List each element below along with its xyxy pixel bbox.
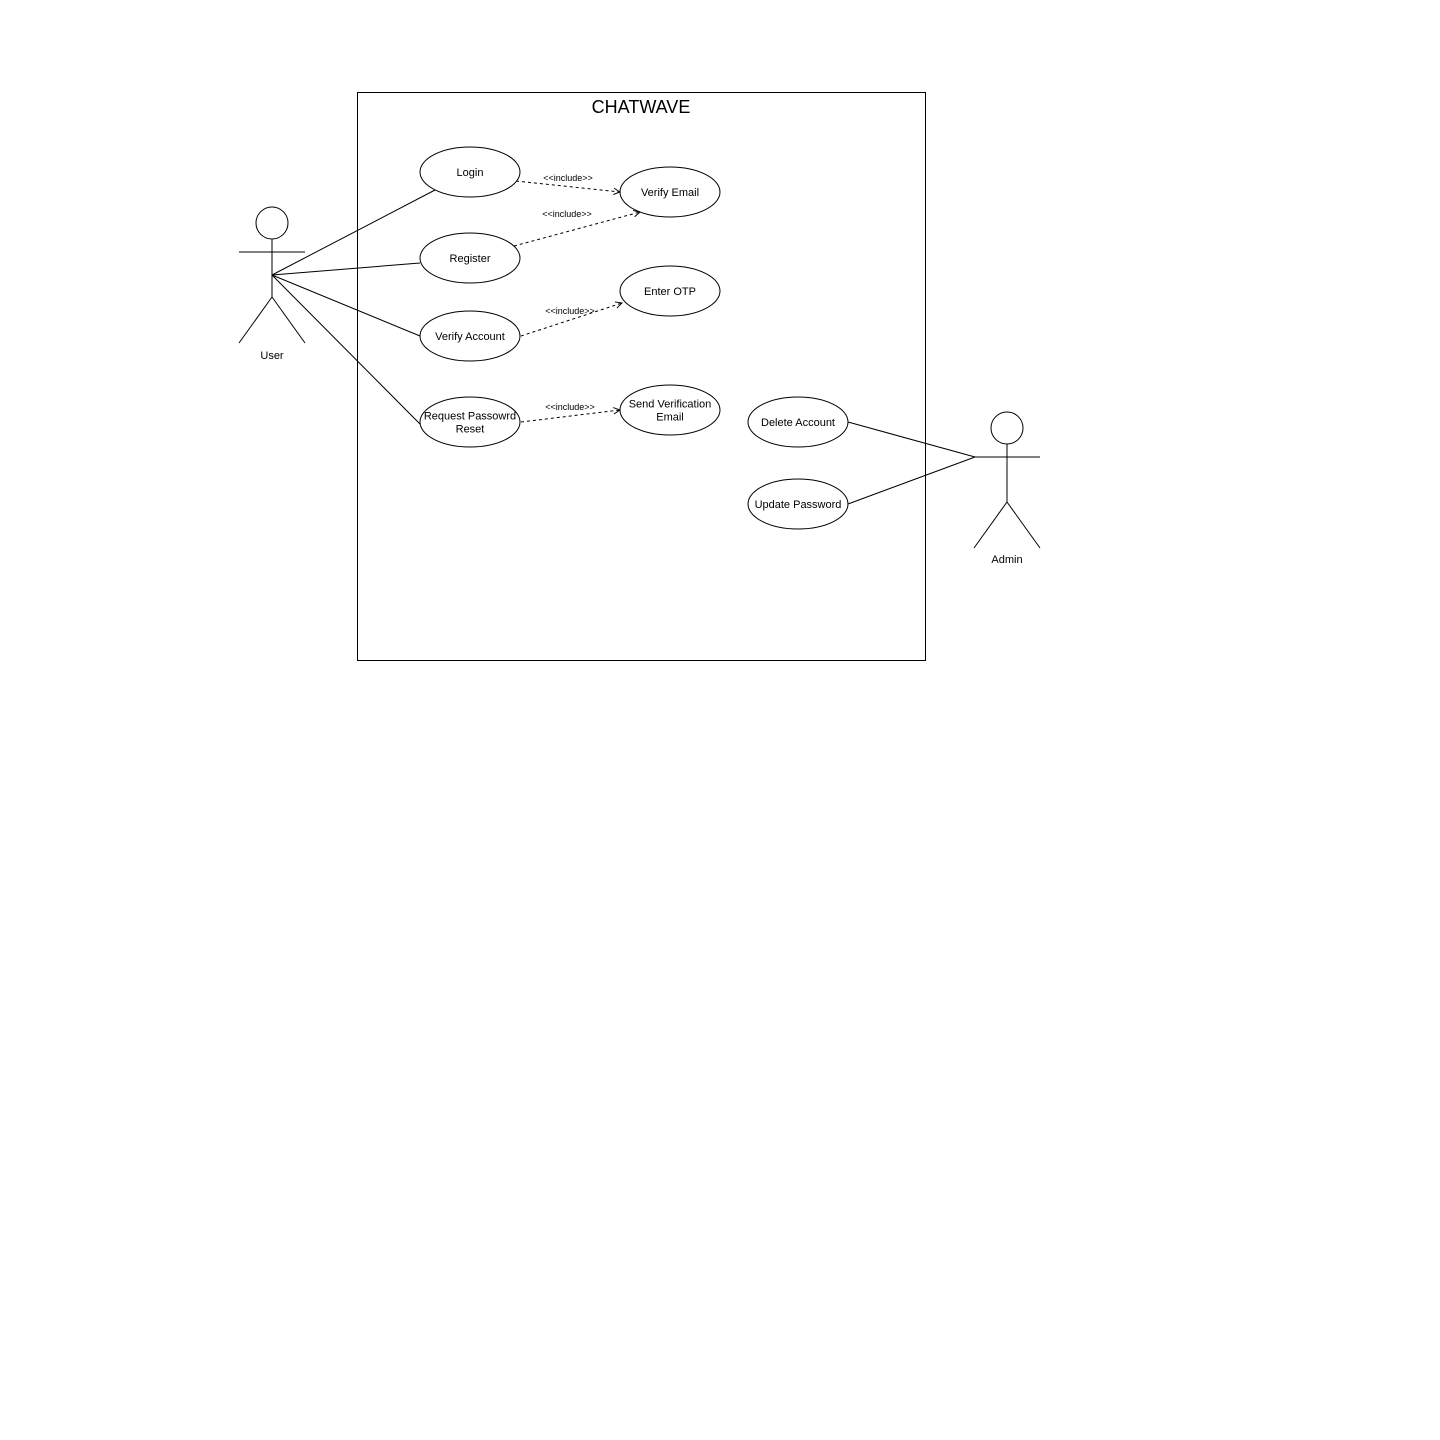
actor-user[interactable]: User [238, 206, 306, 362]
include-arrow [513, 212, 640, 247]
use-case-ellipse [619, 384, 721, 436]
use-case-register[interactable]: Register [419, 232, 521, 284]
use-case-label: Send Verification [629, 399, 712, 411]
use-case-ellipse [419, 310, 521, 362]
use-case-enter-otp[interactable]: Enter OTP [619, 265, 721, 317]
use-case-login[interactable]: Login [419, 146, 521, 198]
stick-figure-icon [973, 411, 1041, 549]
use-case-ellipse [619, 166, 721, 218]
use-case-label: Update Password [755, 499, 842, 511]
use-case-ellipse [419, 146, 521, 198]
use-case-ellipse [419, 232, 521, 284]
use-case-label: Verify Account [435, 331, 505, 343]
use-case-delete-account[interactable]: Delete Account [747, 396, 849, 448]
use-case-label: Delete Account [761, 417, 835, 429]
use-case-label: Verify Email [641, 187, 699, 199]
association-user-login [271, 189, 436, 276]
include-register-verify-email: <<include>> [513, 209, 640, 247]
use-case-label: Email [656, 412, 684, 424]
association-admin-update-password [847, 456, 976, 505]
association-user-register [271, 262, 421, 276]
include-label: <<include>> [545, 306, 595, 316]
use-case-ellipse [747, 396, 849, 448]
include-request-password-reset-send-verification-email: <<include>> [520, 402, 620, 423]
use-case-ellipse [619, 265, 721, 317]
association-user-verify-account [271, 274, 421, 337]
use-case-ellipse [419, 396, 521, 448]
use-case-ellipse [747, 478, 849, 530]
association-user-request-password-reset [271, 274, 421, 425]
use-case-label: Enter OTP [644, 286, 696, 298]
use-case-verify-email[interactable]: Verify Email [619, 166, 721, 218]
use-case-label: Login [457, 167, 484, 179]
include-verify-account-enter-otp: <<include>> [520, 303, 622, 337]
include-login-verify-email: <<include>> [515, 173, 620, 192]
system-title: CHATWAVE [592, 97, 691, 117]
use-case-label: Request Passowrd [424, 411, 516, 423]
association-admin-delete-account [847, 421, 976, 458]
use-case-verify-account[interactable]: Verify Account [419, 310, 521, 362]
actor-admin[interactable]: Admin [973, 411, 1041, 566]
actor-label-admin: Admin [991, 554, 1022, 566]
include-label: <<include>> [545, 402, 595, 412]
use-case-update-password[interactable]: Update Password [747, 478, 849, 530]
include-arrow [520, 410, 620, 423]
actor-label-user: User [260, 350, 284, 362]
use-case-label: Register [450, 253, 491, 265]
include-label: <<include>> [542, 209, 592, 219]
stick-figure-icon [238, 206, 306, 344]
use-case-label: Reset [456, 424, 485, 436]
include-label: <<include>> [543, 173, 593, 183]
